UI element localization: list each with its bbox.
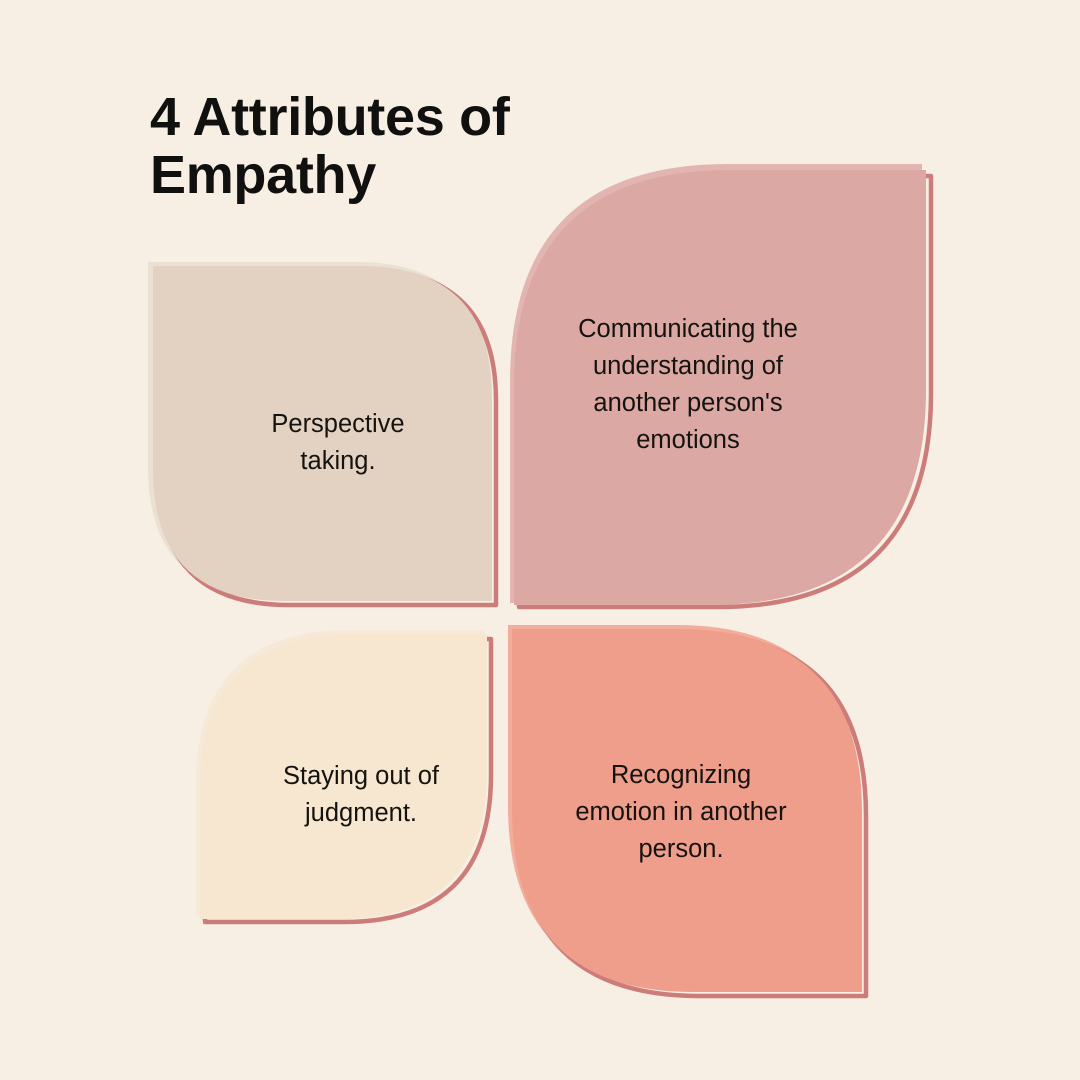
petal-label-perspective-taking: Perspective taking. bbox=[271, 410, 405, 475]
petal-label-recognizing-emotion: Recognizing emotion in another person. bbox=[575, 761, 787, 863]
page-title: 4 Attributes of Empathy bbox=[150, 87, 510, 206]
petal-bottom-left-fill[interactable] bbox=[200, 634, 487, 919]
petal-label-communicating-understanding: Communicating the understanding of anoth… bbox=[578, 315, 798, 454]
petal-top-left-fill[interactable] bbox=[153, 266, 492, 601]
petal-bottom-right-fill[interactable] bbox=[512, 629, 862, 992]
petal-label-staying-out-of-judgment: Staying out of judgment. bbox=[283, 762, 439, 827]
petal-top-right-fill[interactable] bbox=[514, 170, 926, 605]
